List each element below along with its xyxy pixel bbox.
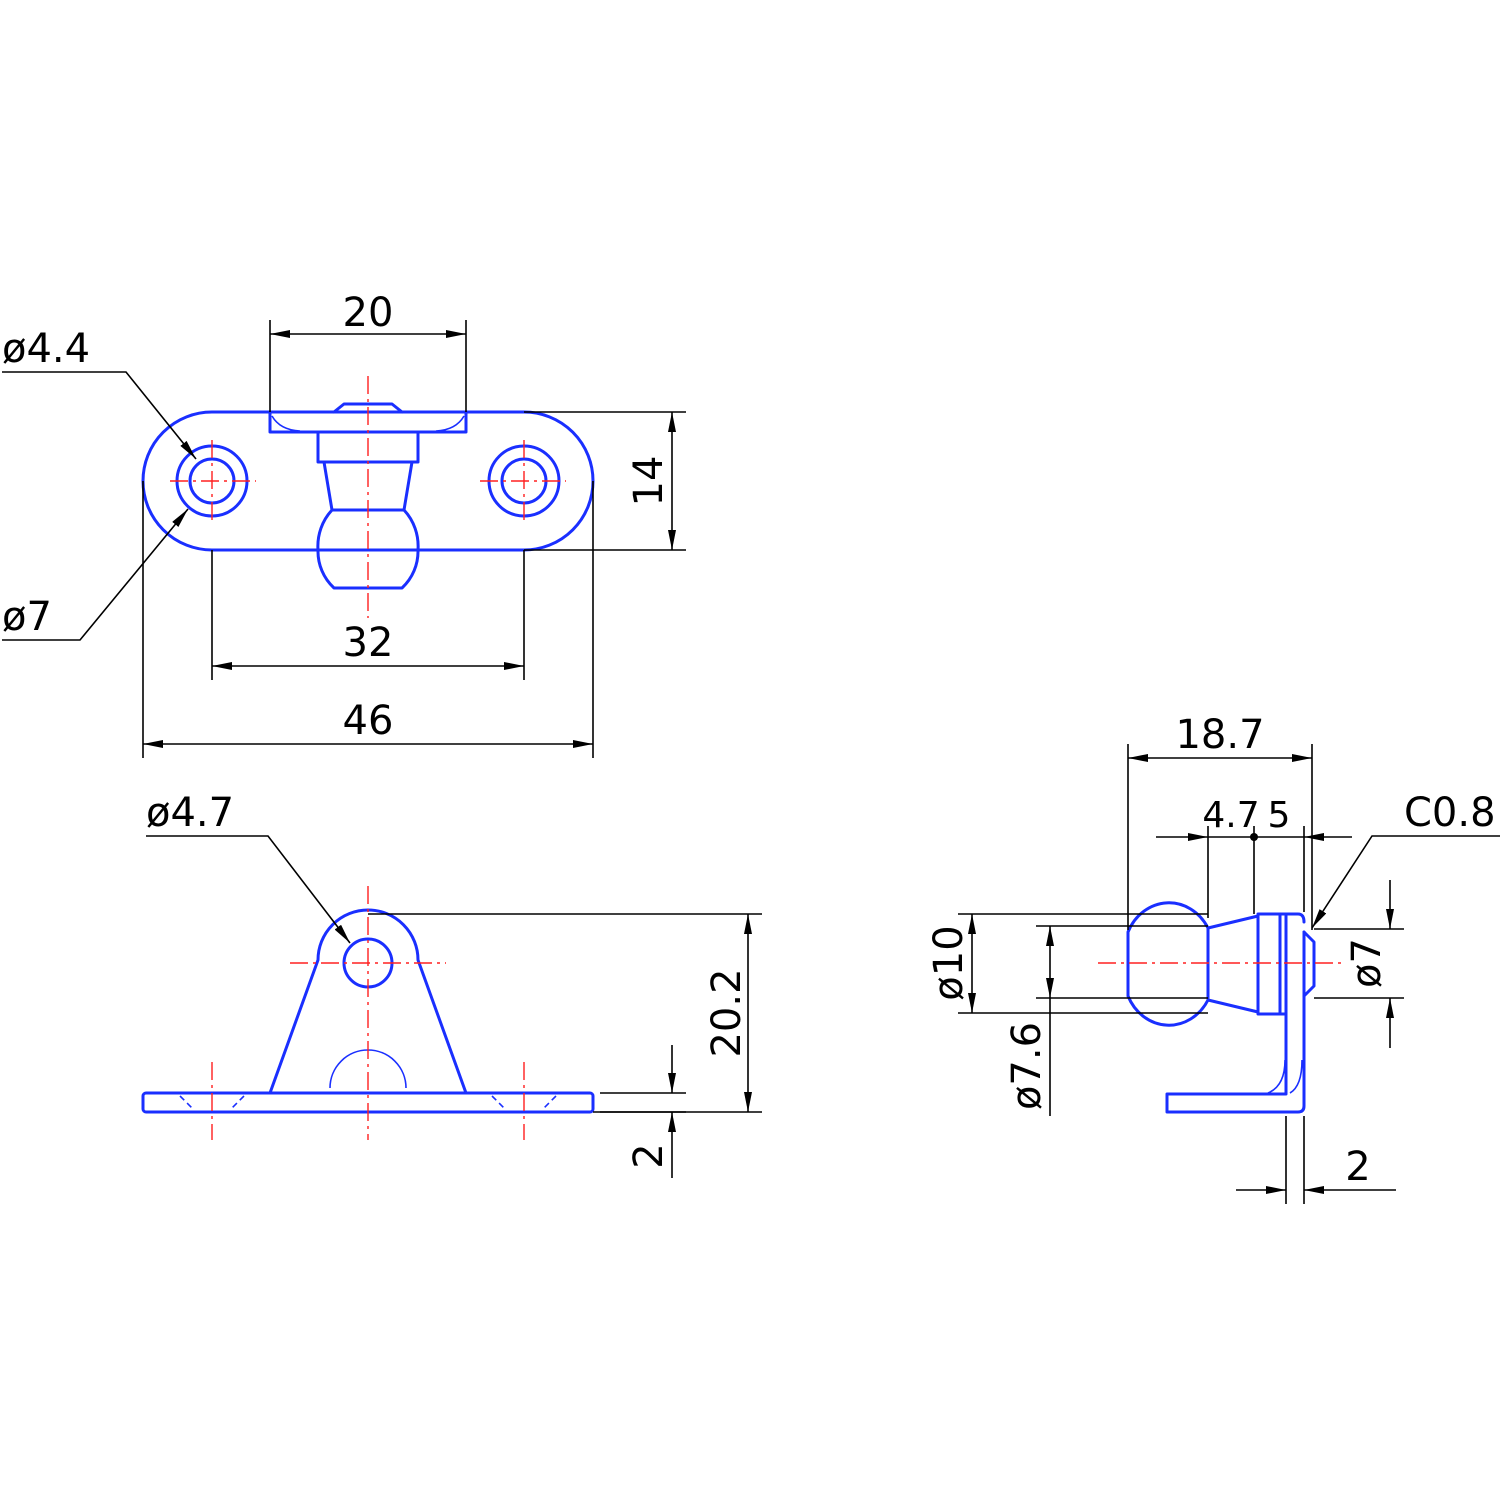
dim-side-plate-thickness: 2 bbox=[1345, 1144, 1370, 1190]
top-ball bbox=[316, 508, 420, 590]
side-bracket bbox=[1165, 912, 1316, 1114]
dim-step-b: 5 bbox=[1268, 795, 1291, 836]
top-pin-head bbox=[332, 402, 404, 414]
side-view: 18.7 4.7 5 C0.8 ø10 ø7.6 ø7 bbox=[926, 712, 1500, 1204]
dim-overall-height: 20.2 bbox=[704, 968, 750, 1057]
side-neck bbox=[1206, 914, 1260, 1014]
dim-pin-hole-dia: ø4.7 bbox=[146, 790, 234, 836]
front-view: 20.2 2 ø4.7 bbox=[141, 790, 762, 1178]
dim-collar-dia: ø7 bbox=[1344, 938, 1390, 988]
dim-step-a: 4.7 bbox=[1202, 795, 1259, 836]
dim-hole-dia: ø4.4 bbox=[2, 326, 90, 372]
dim-neck-dia: ø7.6 bbox=[1004, 1022, 1050, 1110]
dim-hole-spacing: 32 bbox=[343, 620, 394, 666]
dim-ball-dia: ø10 bbox=[926, 925, 972, 1000]
side-ball bbox=[1126, 901, 1210, 1027]
dim-overall-length: 46 bbox=[343, 698, 394, 744]
dim-front-plate-thickness: 2 bbox=[626, 1143, 672, 1168]
dim-chamfer: C0.8 bbox=[1404, 790, 1496, 836]
dim-counterbore-dia: ø7 bbox=[2, 594, 52, 640]
top-view: 20 14 32 46 ø4.4 ø7 bbox=[2, 290, 686, 758]
dim-height: 14 bbox=[626, 456, 672, 507]
dim-overall-depth: 18.7 bbox=[1175, 712, 1264, 758]
dim-slot-width: 20 bbox=[343, 290, 394, 336]
